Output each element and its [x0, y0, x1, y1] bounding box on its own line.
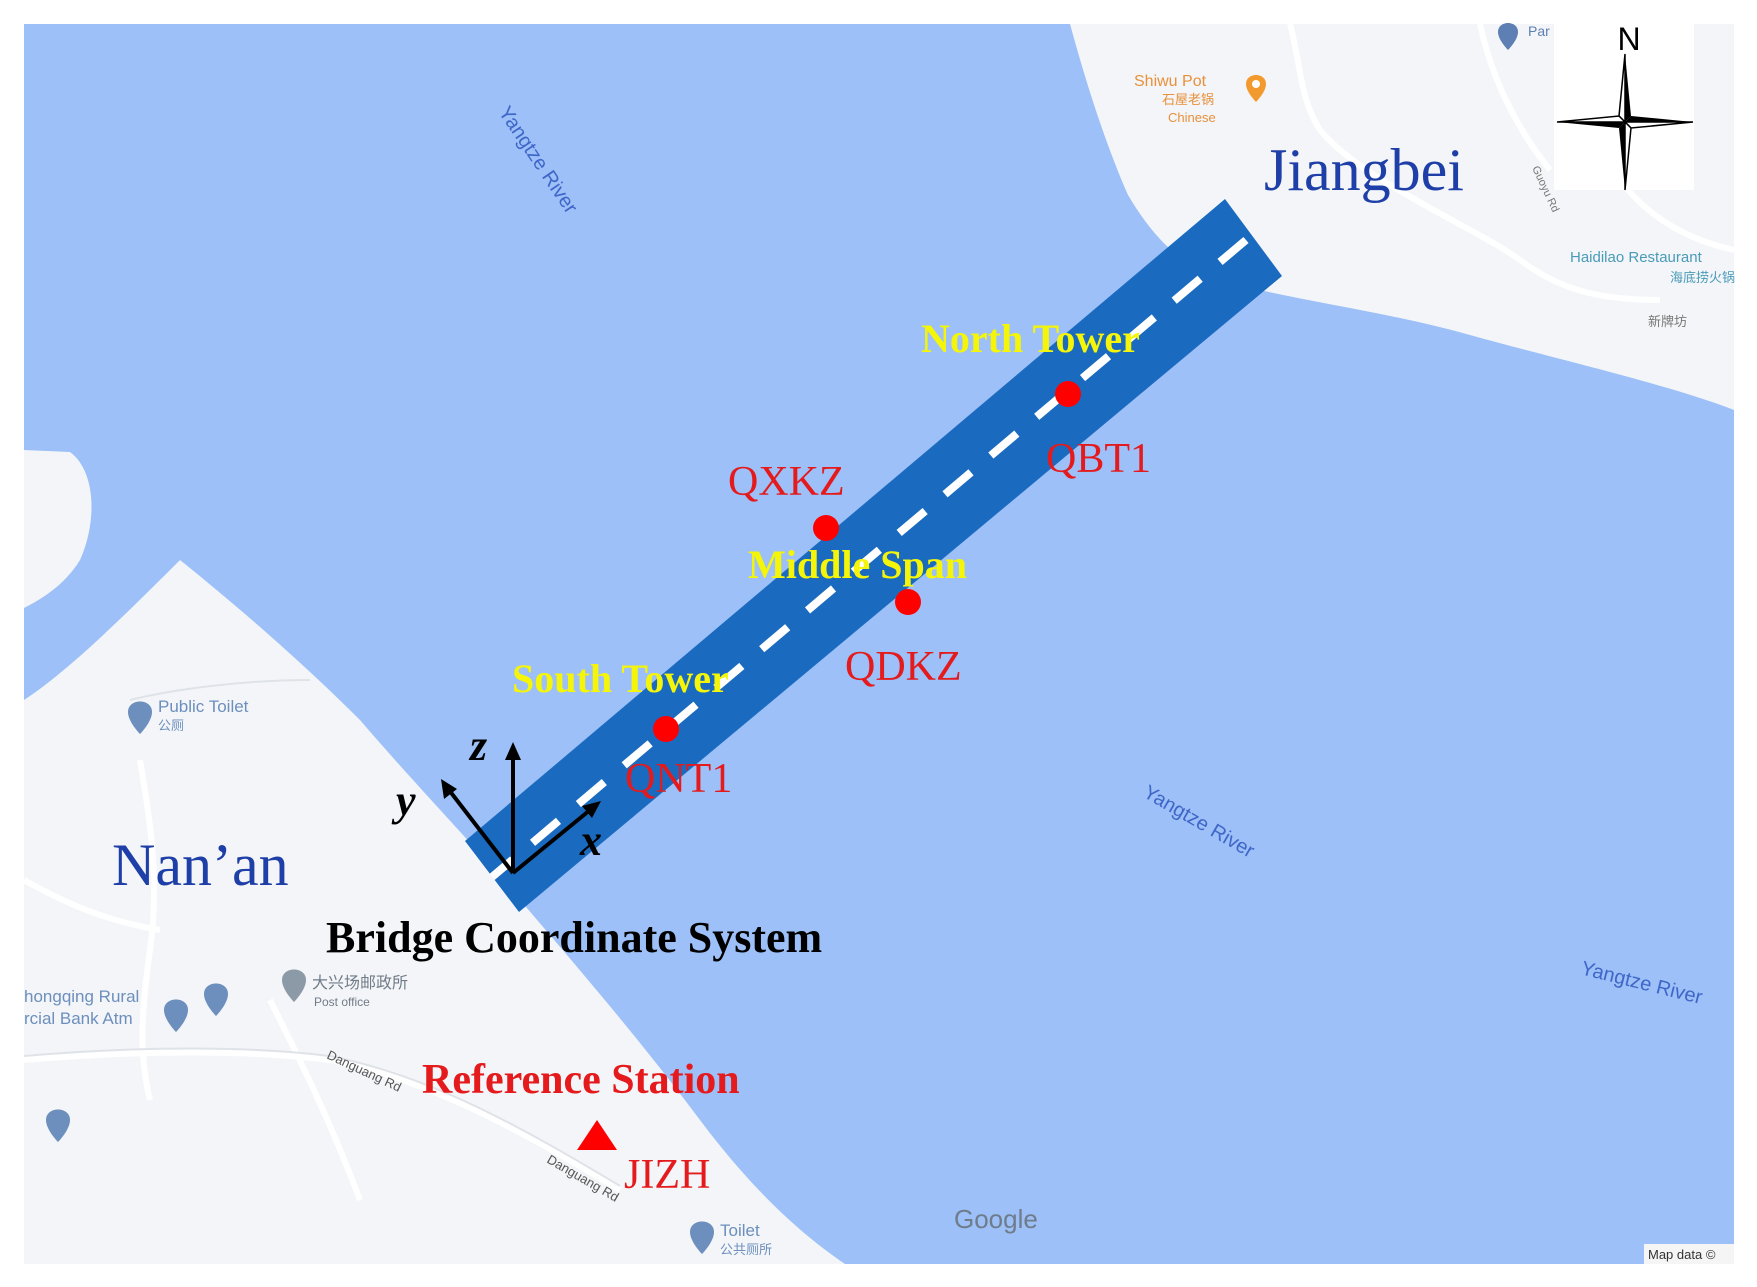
- poi-toilet: Toilet: [720, 1221, 760, 1240]
- axis-label-y: y: [391, 776, 416, 825]
- attribution-background: [1644, 1244, 1734, 1264]
- label-qdkz: QDKZ: [845, 644, 962, 690]
- label-middle-span: Middle Span: [748, 542, 967, 587]
- bank-pin-icon[interactable]: [164, 999, 188, 1033]
- coordinate-axes: [441, 742, 601, 875]
- poi-toilet-cn: 公共厕所: [720, 1242, 772, 1257]
- west-bank-land: [24, 450, 92, 608]
- atm-pin-icon[interactable]: [204, 983, 228, 1017]
- label-qbt1: QBT1: [1046, 436, 1151, 482]
- poi-shiwu-pot-cn: 石屋老锅: [1162, 92, 1214, 107]
- reference-station-marker: [577, 1120, 617, 1150]
- region-label-nanan: Nan’an: [112, 832, 289, 898]
- poi-haidilao-cn: 海底捞火锅: [1670, 270, 1735, 285]
- poi-bank-line2: rcial Bank Atm: [24, 1009, 133, 1028]
- map-attribution[interactable]: Map data ©: [1648, 1247, 1716, 1262]
- bridge-centerline: [489, 236, 1249, 881]
- north-bank-roads: [1287, 23, 1735, 303]
- station-dot-qbt1: [1055, 381, 1081, 407]
- label-reference-station: Reference Station: [422, 1057, 740, 1103]
- label-qnt1: QNT1: [625, 756, 732, 802]
- poi-park: Par: [1528, 23, 1550, 39]
- station-dot-qdkz: [895, 589, 921, 615]
- south-bank-roads-outline: [23, 679, 621, 1187]
- axis-label-x: x: [579, 816, 602, 865]
- poi-haidilao: Haidilao Restaurant: [1570, 249, 1703, 266]
- road-small: 新牌坊: [1648, 314, 1687, 329]
- poi-public-toilet-cn: 公厕: [158, 718, 184, 733]
- toilet-pin-icon-bottom[interactable]: [690, 1221, 714, 1255]
- location-pin-icon[interactable]: [46, 1109, 70, 1143]
- poi-shiwu-pot-type: Chinese: [1168, 110, 1216, 125]
- google-logo: Google: [954, 1204, 1038, 1234]
- post-office-pin-icon[interactable]: [282, 969, 306, 1003]
- label-north-tower: North Tower: [921, 316, 1140, 361]
- poi-bank-line1: hongqing Rural: [24, 987, 139, 1006]
- compass-label: N: [1617, 21, 1640, 57]
- label-coordinate-system: Bridge Coordinate System: [326, 913, 822, 962]
- poi-public-toilet: Public Toilet: [158, 697, 249, 716]
- toilet-pin-icon[interactable]: [128, 701, 152, 735]
- label-qxkz: QXKZ: [728, 459, 845, 505]
- region-label-jiangbei: Jiangbei: [1264, 137, 1464, 203]
- poi-post-office: Post office: [314, 995, 370, 1009]
- poi-shiwu-pot: Shiwu Pot: [1134, 73, 1207, 90]
- label-jizh: JIZH: [624, 1152, 710, 1198]
- station-dot-qxkz: [813, 515, 839, 541]
- restaurant-pin-icon[interactable]: [1246, 75, 1266, 102]
- label-south-tower: South Tower: [512, 656, 729, 701]
- park-pin-icon[interactable]: [1498, 23, 1518, 50]
- south-bank-roads: [22, 759, 622, 1202]
- station-dot-qnt1: [653, 716, 679, 742]
- axis-label-z: z: [468, 721, 487, 770]
- poi-post-office-cn: 大兴场邮政所: [312, 974, 408, 992]
- south-bank-land: [24, 560, 845, 1264]
- north-arrow-icon: [1556, 53, 1694, 191]
